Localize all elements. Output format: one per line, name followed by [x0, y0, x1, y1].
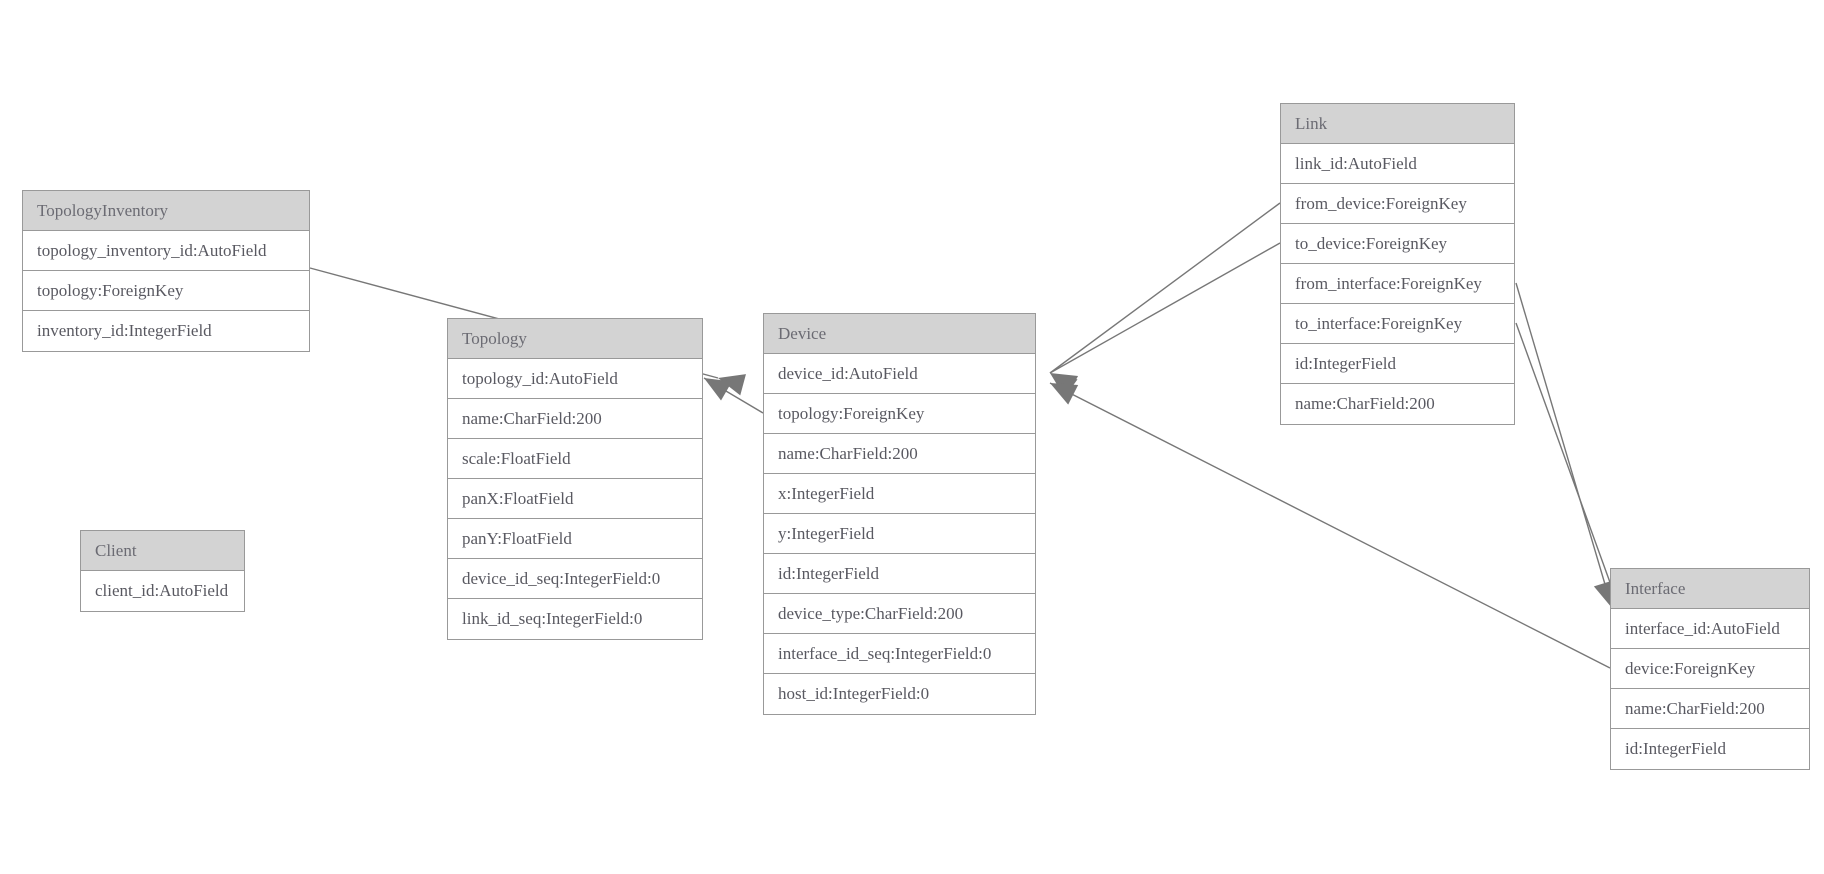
entity-field: topology:ForeignKey — [764, 394, 1035, 434]
relation-edge — [1515, 282, 1615, 609]
entity-field: panX:FloatField — [448, 479, 702, 519]
entity-field: device_id_seq:IntegerField:0 — [448, 559, 702, 599]
entity-field: device_type:CharField:200 — [764, 594, 1035, 634]
relation-edge — [1049, 202, 1281, 398]
entity-field: link_id_seq:IntegerField:0 — [448, 599, 702, 639]
entity-field: name:CharField:200 — [764, 434, 1035, 474]
relation-line — [1049, 242, 1281, 374]
entity-field: id:IntegerField — [1611, 729, 1809, 769]
entity-field: scale:FloatField — [448, 439, 702, 479]
entity-field: name:CharField:200 — [448, 399, 702, 439]
entity-field: name:CharField:200 — [1281, 384, 1514, 424]
entity-field: panY:FloatField — [448, 519, 702, 559]
entity-field: host_id:IntegerField:0 — [764, 674, 1035, 714]
entity-field: to_interface:ForeignKey — [1281, 304, 1514, 344]
entity-title-link: Link — [1281, 104, 1514, 144]
relation-arrowhead — [1050, 383, 1079, 405]
relation-edge — [1049, 242, 1281, 396]
entity-field: topology_id:AutoField — [448, 359, 702, 399]
entity-field: device_id:AutoField — [764, 354, 1035, 394]
entity-field: interface_id_seq:IntegerField:0 — [764, 634, 1035, 674]
entity-title-topology: Topology — [448, 319, 702, 359]
entity-field: client_id:AutoField — [81, 571, 244, 611]
entity-field: inventory_id:IntegerField — [23, 311, 309, 351]
relation-arrowhead — [718, 374, 746, 396]
entity-field: y:IntegerField — [764, 514, 1035, 554]
relation-line — [1515, 282, 1613, 609]
relation-line — [1049, 382, 1611, 669]
entity-title-client: Client — [81, 531, 244, 571]
entity-field: to_device:ForeignKey — [1281, 224, 1514, 264]
entity-field: topology_inventory_id:AutoField — [23, 231, 309, 271]
entity-field: name:CharField:200 — [1611, 689, 1809, 729]
entity-title-topology-inventory: TopologyInventory — [23, 191, 309, 231]
entity-field: from_interface:ForeignKey — [1281, 264, 1514, 304]
entity-field: id:IntegerField — [764, 554, 1035, 594]
entity-title-interface: Interface — [1611, 569, 1809, 609]
entity-field: id:IntegerField — [1281, 344, 1514, 384]
relation-arrowhead — [704, 378, 733, 401]
entity-field: from_device:ForeignKey — [1281, 184, 1514, 224]
relation-arrowhead — [1050, 373, 1079, 396]
relation-line — [703, 377, 764, 414]
relation-line — [1515, 322, 1621, 611]
relation-arrowhead — [1050, 373, 1078, 398]
relation-edge — [703, 377, 764, 414]
relation-line — [1049, 202, 1281, 374]
entity-field: link_id:AutoField — [1281, 144, 1514, 184]
entity-field: topology:ForeignKey — [23, 271, 309, 311]
entity-field: x:IntegerField — [764, 474, 1035, 514]
entity-field: device:ForeignKey — [1611, 649, 1809, 689]
entity-title-device: Device — [764, 314, 1035, 354]
entity-field: interface_id:AutoField — [1611, 609, 1809, 649]
